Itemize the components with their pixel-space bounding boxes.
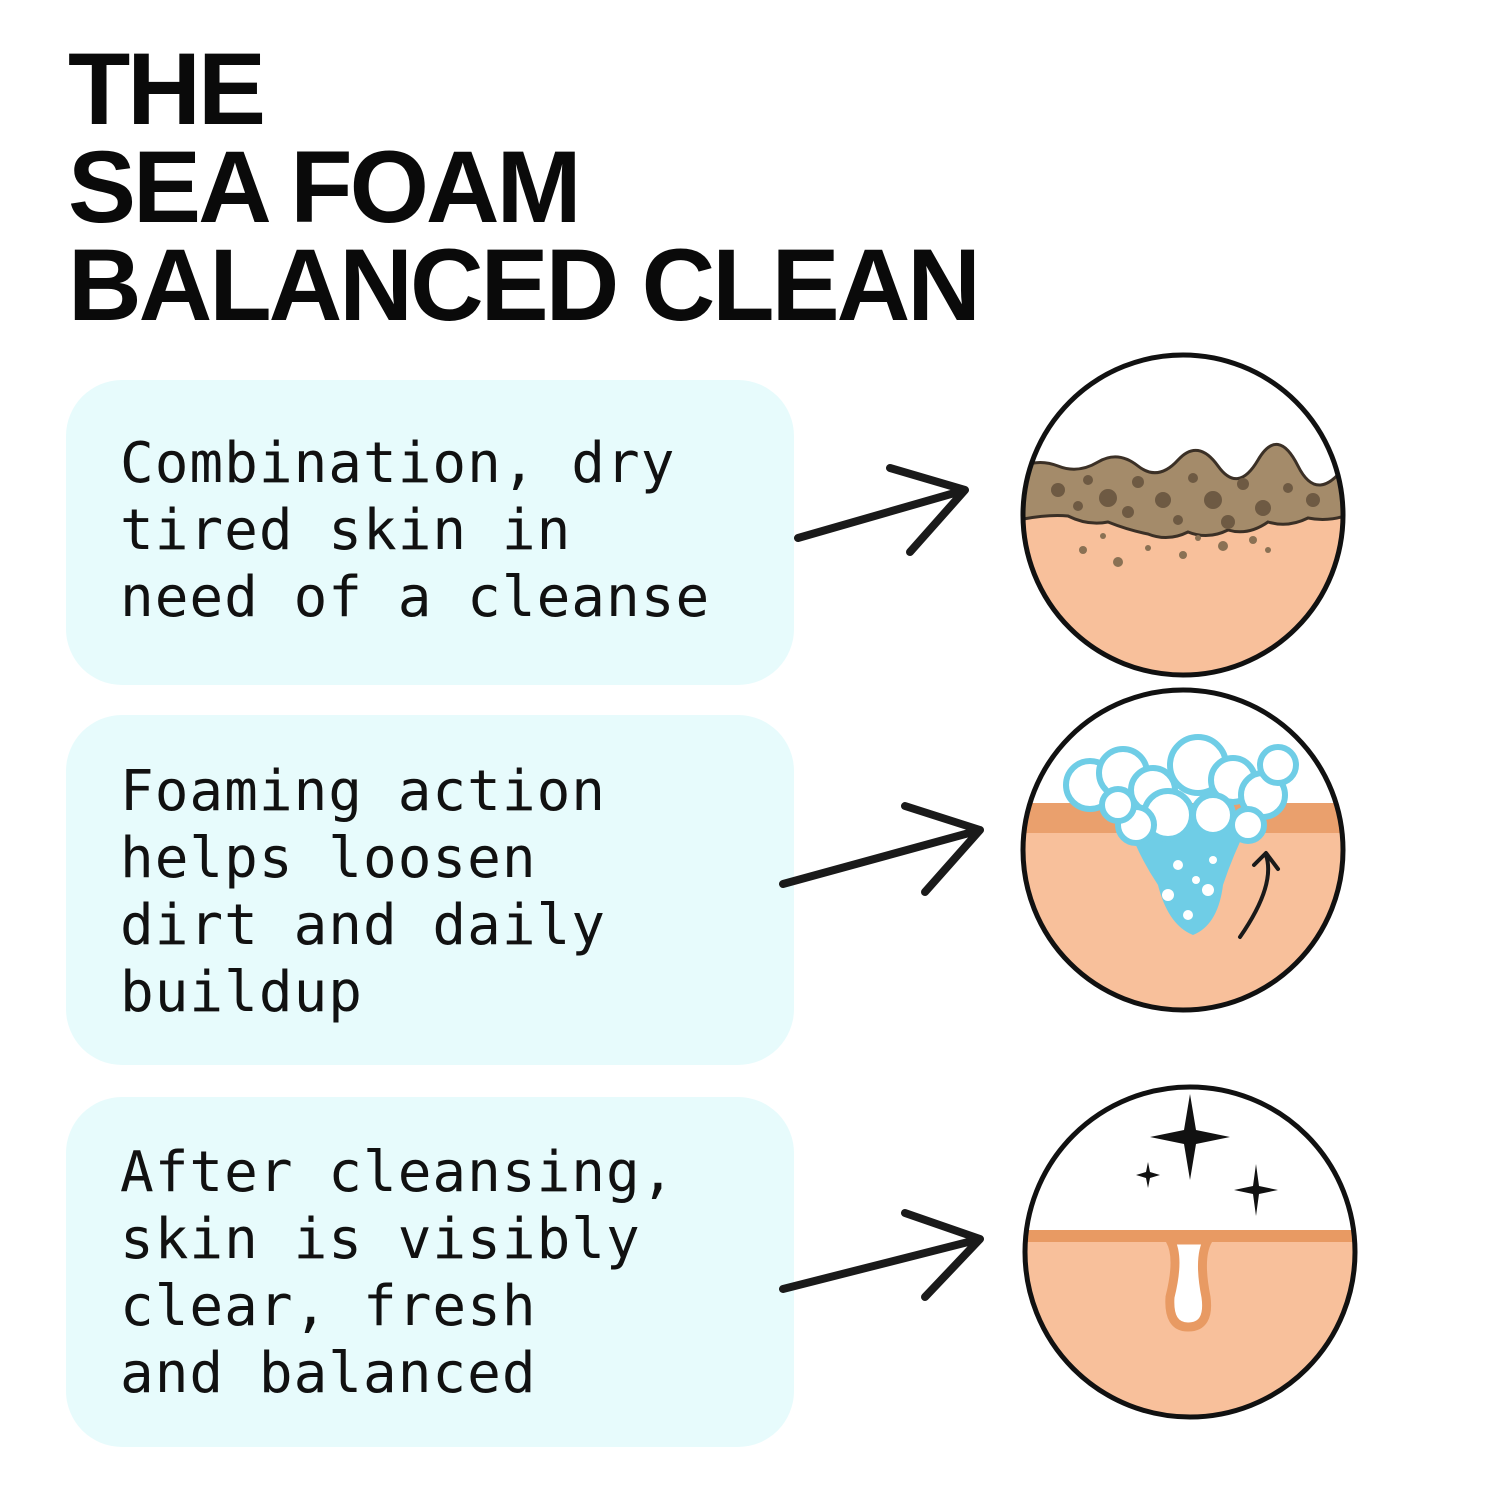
arrow-right-icon <box>794 464 969 556</box>
arrow-right-icon <box>779 802 984 896</box>
page-title: THE SEA FOAM BALANCED CLEAN <box>68 32 981 342</box>
foam-bubbles-icon <box>1020 687 1346 1013</box>
title-line-1: THE <box>68 32 266 146</box>
step-2-text: Foaming action helps loosen dirt and dai… <box>120 715 794 1026</box>
step-3-line-3: clear, fresh <box>120 1274 537 1339</box>
step-1-line-2: tired skin in <box>120 498 572 563</box>
step-card-3: After cleansing, skin is visibly clear, … <box>66 1097 794 1447</box>
step-3-line-1: After cleansing, <box>120 1140 676 1205</box>
step-3-line-2: skin is visibly <box>120 1207 641 1272</box>
step-1-text: Combination, dry tired skin in need of a… <box>120 380 794 631</box>
step-2-line-3: dirt and daily <box>120 893 607 958</box>
dirty-skin-icon <box>1020 352 1346 678</box>
arrow-right-icon <box>779 1209 984 1301</box>
step-3-text: After cleansing, skin is visibly clear, … <box>120 1097 794 1407</box>
step-2-line-1: Foaming action <box>120 759 607 824</box>
step-1-line-1: Combination, dry <box>120 431 676 496</box>
step-card-1: Combination, dry tired skin in need of a… <box>66 380 794 685</box>
step-2-line-4: buildup <box>120 960 364 1025</box>
title-line-2: SEA FOAM <box>68 130 582 244</box>
step-3-line-4: and balanced <box>120 1341 537 1406</box>
step-2-line-2: helps loosen <box>120 826 537 891</box>
title-line-3: BALANCED CLEAN <box>68 228 981 342</box>
step-1-line-3: need of a cleanse <box>120 565 711 630</box>
clean-pore-sparkle-icon <box>1022 1084 1358 1420</box>
step-card-2: Foaming action helps loosen dirt and dai… <box>66 715 794 1065</box>
